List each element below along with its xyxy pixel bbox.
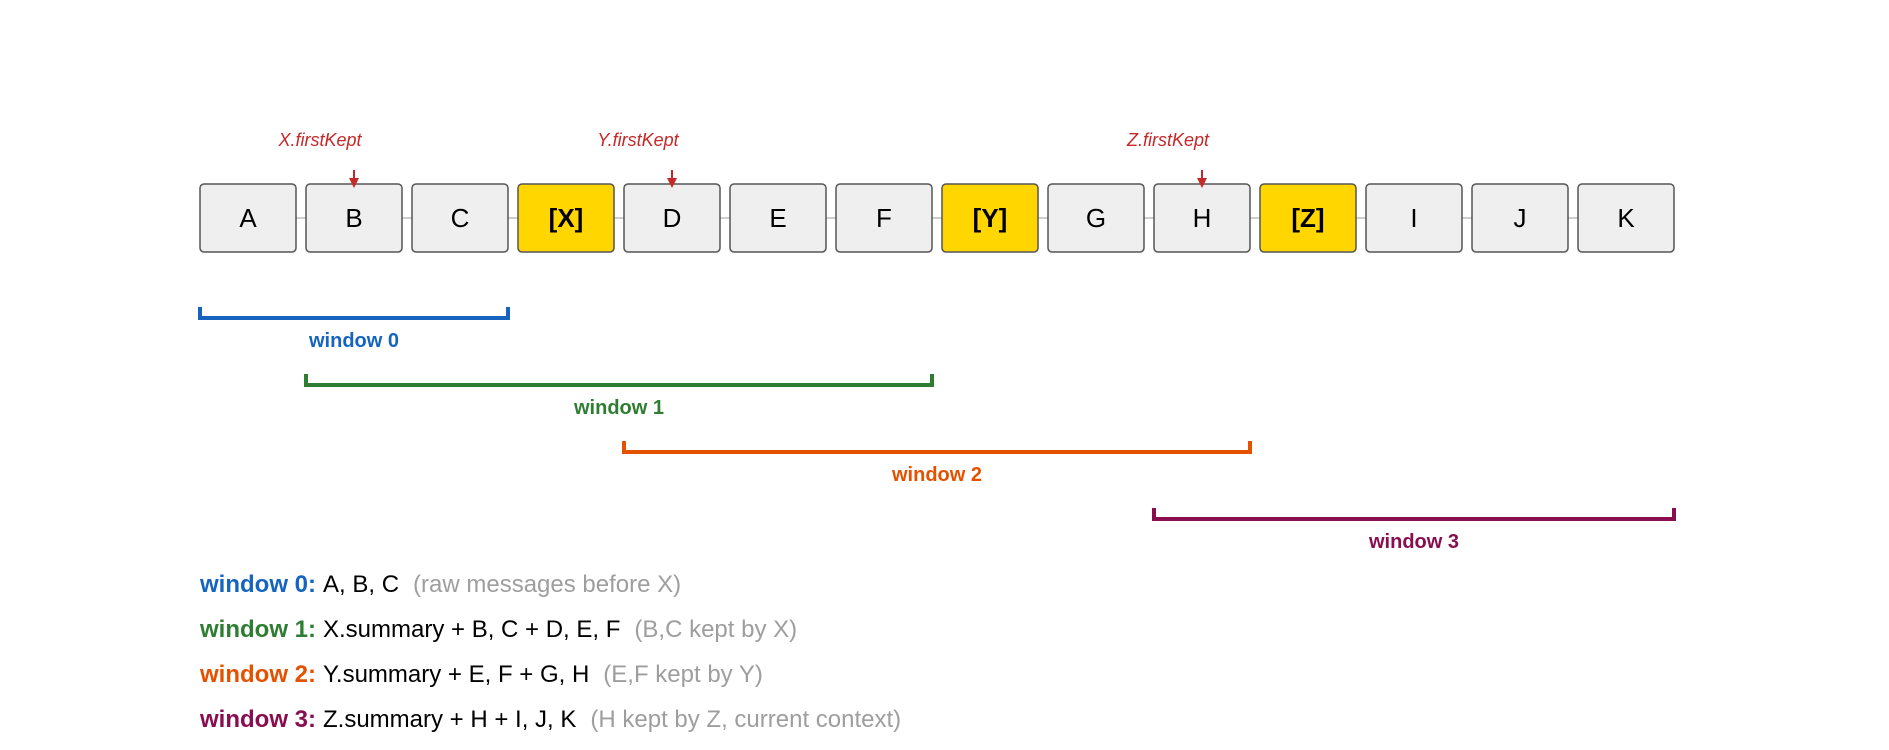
message-label-k: K [1617, 203, 1635, 233]
message-label-f: F [876, 203, 892, 233]
message-box-rect-j [1471, 183, 1569, 253]
window-0-bracket [198, 307, 510, 320]
legend-window-note: (B,C kept by X) [634, 616, 797, 643]
legend-window-content: A, B, C [323, 571, 399, 598]
summary-label-x: [X] [549, 203, 584, 233]
legend-window-name: window 0: [199, 571, 316, 598]
summary-box-rect-y [941, 183, 1039, 253]
message-box-rect-e [729, 183, 827, 253]
message-label-h: H [1193, 203, 1212, 233]
summary-box-rect-x [517, 183, 615, 253]
message-box-b: B [305, 183, 403, 253]
message-box-i: I [1365, 183, 1463, 253]
message-box-rect-c [411, 183, 509, 253]
window-legend: window 0:A, B, C(raw messages before X)w… [199, 571, 901, 733]
message-box-d: D [623, 183, 721, 253]
window-3-bracket [1152, 508, 1676, 521]
legend-row-window-1: window 1: X.summary + B, C + D, E, F (B,C … [199, 616, 797, 643]
window-2-bracket [622, 441, 1252, 454]
message-box-f: F [835, 183, 933, 253]
message-box-rect-f [835, 183, 933, 253]
message-box-g: G [1047, 183, 1145, 253]
message-box-rect-a [199, 183, 297, 253]
legend-window-note: (raw messages before X) [413, 571, 681, 598]
message-row: A B C [X] D E F [Y] G H [Z] I J K [199, 183, 1675, 253]
message-label-b: B [345, 203, 362, 233]
summary-box-z: [Z] [1259, 183, 1357, 253]
message-box-k: K [1577, 183, 1675, 253]
summary-box-y: [Y] [941, 183, 1039, 253]
message-label-d: D [663, 203, 682, 233]
legend-window-note: (H kept by Z, current context) [590, 706, 901, 733]
message-box-rect-g [1047, 183, 1145, 253]
summary-label-z: [Z] [1291, 203, 1324, 233]
message-box-a: A [199, 183, 297, 253]
legend-window-name: window 2: [199, 661, 316, 688]
legend-row-window-0: window 0: A, B, C (raw messages before X) [199, 571, 681, 598]
message-box-rect-i [1365, 183, 1463, 253]
window-1-bracket [304, 374, 934, 387]
legend-row-window-3: window 3: Z.summary + H + I, J, K (H kept … [199, 706, 901, 733]
message-box-rect-k [1577, 183, 1675, 253]
message-box-h: H [1153, 183, 1251, 253]
legend-window-name: window 1: [199, 616, 316, 643]
legend-window-note: (E,F kept by Y) [603, 661, 763, 688]
window-1-label: window 1 [573, 397, 664, 419]
window-brackets: window 0 window 1 window 2 window 3 [198, 307, 1676, 553]
first-kept-label: Z.firstKept [1126, 130, 1210, 150]
summary-box-rect-z [1259, 183, 1357, 253]
first-kept-label: X.firstKept [277, 130, 362, 150]
message-box-e: E [729, 183, 827, 253]
message-label-g: G [1086, 203, 1106, 233]
message-label-c: C [451, 203, 470, 233]
first-kept-label: Y.firstKept [597, 130, 679, 150]
message-label-a: A [239, 203, 257, 233]
message-label-i: I [1410, 203, 1417, 233]
summary-label-y: [Y] [973, 203, 1008, 233]
message-box-j: J [1471, 183, 1569, 253]
legend-window-content: X.summary + B, C + D, E, F [323, 616, 620, 643]
legend-window-name: window 3: [199, 706, 316, 733]
message-label-j: J [1514, 203, 1527, 233]
message-box-c: C [411, 183, 509, 253]
window-0-label: window 0 [308, 330, 399, 352]
legend-window-content: Z.summary + H + I, J, K [323, 706, 576, 733]
legend-row-window-2: window 2: Y.summary + E, F + G, H (E,F kep… [199, 661, 763, 688]
legend-window-content: Y.summary + E, F + G, H [323, 661, 589, 688]
window-2-label: window 2 [891, 464, 982, 486]
window-3-label: window 3 [1368, 531, 1459, 553]
summary-box-x: [X] [517, 183, 615, 253]
first-kept-markers: X.firstKept Y.firstKept Z.firstKept [277, 130, 1210, 188]
message-label-e: E [769, 203, 786, 233]
